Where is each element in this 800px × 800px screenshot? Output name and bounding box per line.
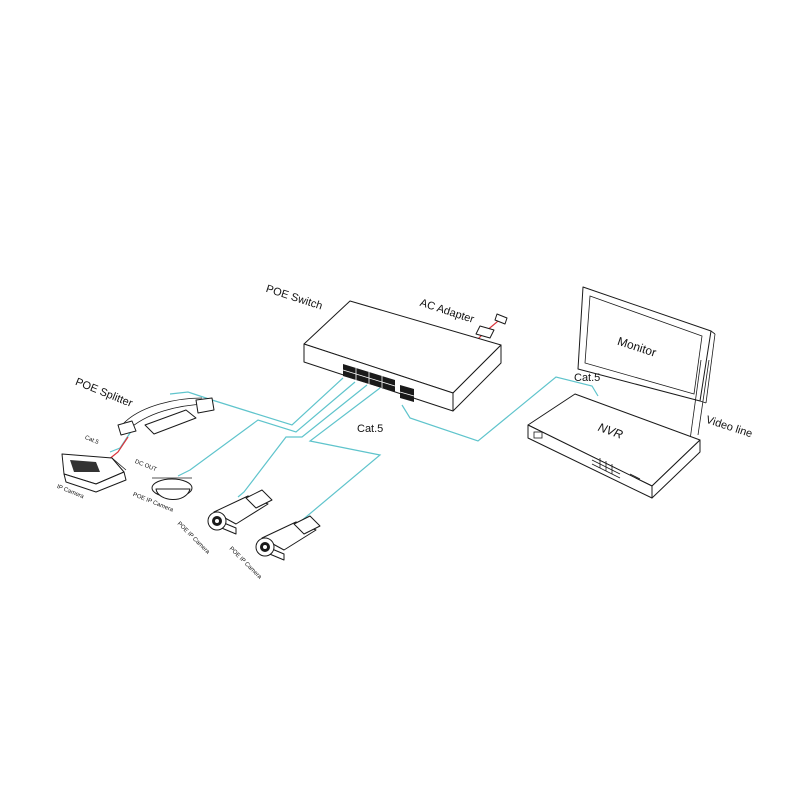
poe-splitter <box>117 397 215 436</box>
nvr-recorder <box>527 393 701 499</box>
ip-camera-housing <box>61 453 127 493</box>
cable-switch-to-nvr <box>401 376 599 442</box>
cable-switch-to-dome-camera <box>177 381 356 477</box>
ac-adapter <box>475 313 508 339</box>
monitor <box>577 286 716 441</box>
dc-out-cord <box>107 436 129 461</box>
poe-switch <box>303 300 502 412</box>
dome-camera <box>151 477 193 500</box>
nvr-front-ports <box>591 458 641 480</box>
cat5-switch-label: Cat.5 <box>357 423 384 435</box>
switch-port-block <box>342 364 415 402</box>
cable-switch-to-bullet-camera-1 <box>237 384 368 498</box>
bullet-camera-1 <box>207 489 273 535</box>
cat5-nvr-label: Cat.5 <box>574 372 601 384</box>
bullet-camera-2 <box>255 515 321 561</box>
